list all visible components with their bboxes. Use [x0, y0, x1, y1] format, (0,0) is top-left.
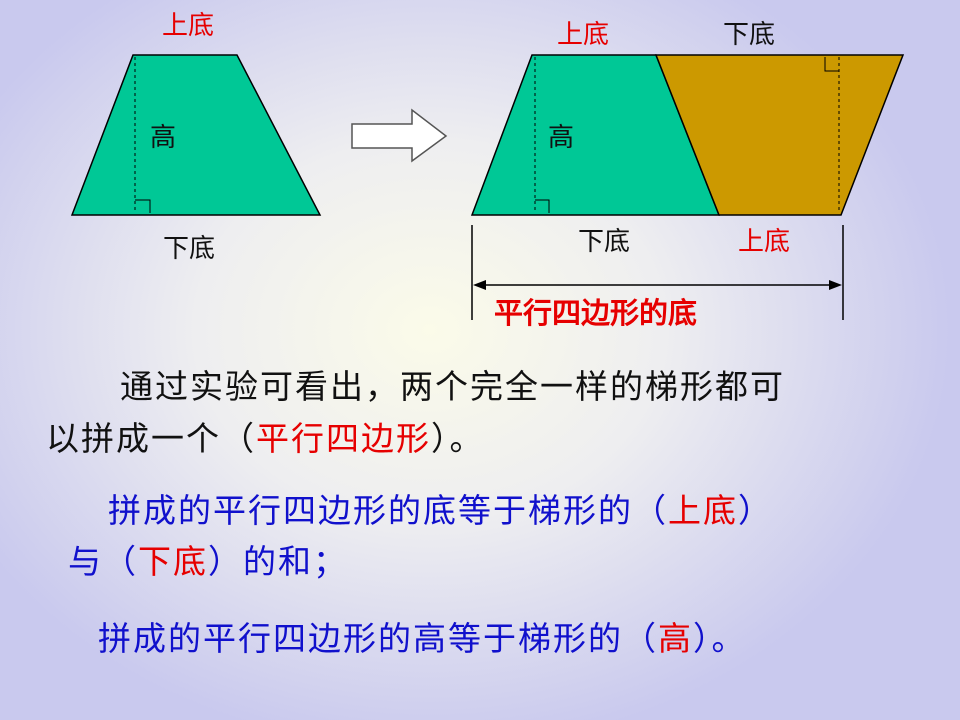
left-top-base-label: 上底	[162, 11, 214, 41]
left-trapezoid	[70, 54, 322, 216]
right-top-left-label: 上底	[557, 20, 609, 50]
p2-answer-2: 下底	[138, 542, 208, 581]
p3-pre: 拼成的平行四边形的高等于梯形的（	[98, 619, 658, 658]
paragraph-2-line-1: 拼成的平行四边形的底等于梯形的（上底）	[108, 484, 773, 532]
right-top-right-label: 下底	[723, 20, 775, 50]
p1-line2-pre: 以拼成一个（	[46, 419, 256, 458]
base-arrow-right-icon	[829, 280, 842, 290]
p2-line2-post: ）的和；	[208, 542, 348, 581]
left-bottom-base-label: 下底	[163, 234, 215, 264]
p3-answer: 高	[658, 619, 693, 658]
transform-arrow-icon	[351, 108, 448, 163]
paragraph-1-line-2: 以拼成一个（平行四边形）。	[46, 412, 485, 460]
paragraph-2-line-2: 与（下底）的和；	[68, 535, 348, 583]
paragraph-3: 拼成的平行四边形的高等于梯形的（高）。	[98, 612, 747, 660]
right-bottom-left-label: 下底	[578, 227, 630, 257]
p2-line1-post: ）	[738, 491, 773, 530]
right-gold-trapezoid	[654, 54, 905, 216]
p1-line2-post: ）。	[431, 419, 485, 458]
paragraph-1-line-1: 通过实验可看出，两个完全一样的梯形都可	[120, 360, 785, 408]
base-label: 平行四边形的底	[494, 296, 697, 330]
p1-answer: 平行四边形	[256, 419, 431, 458]
left-right-angle-mark	[135, 199, 151, 213]
left-height-label: 高	[150, 123, 176, 153]
right-angle-mark-right	[824, 57, 839, 72]
right-angle-mark-left	[535, 199, 550, 213]
base-arrow-left-icon	[473, 280, 486, 290]
p2-answer-1: 上底	[668, 491, 738, 530]
p3-post: ）。	[693, 619, 747, 658]
right-bottom-right-label: 上底	[738, 227, 790, 257]
p1-line1-text: 通过实验可看出，两个完全一样的梯形都可	[120, 367, 785, 406]
p2-line1-pre: 拼成的平行四边形的底等于梯形的（	[108, 491, 668, 530]
right-height-label: 高	[548, 123, 574, 153]
p2-line2-pre: 与（	[68, 542, 138, 581]
